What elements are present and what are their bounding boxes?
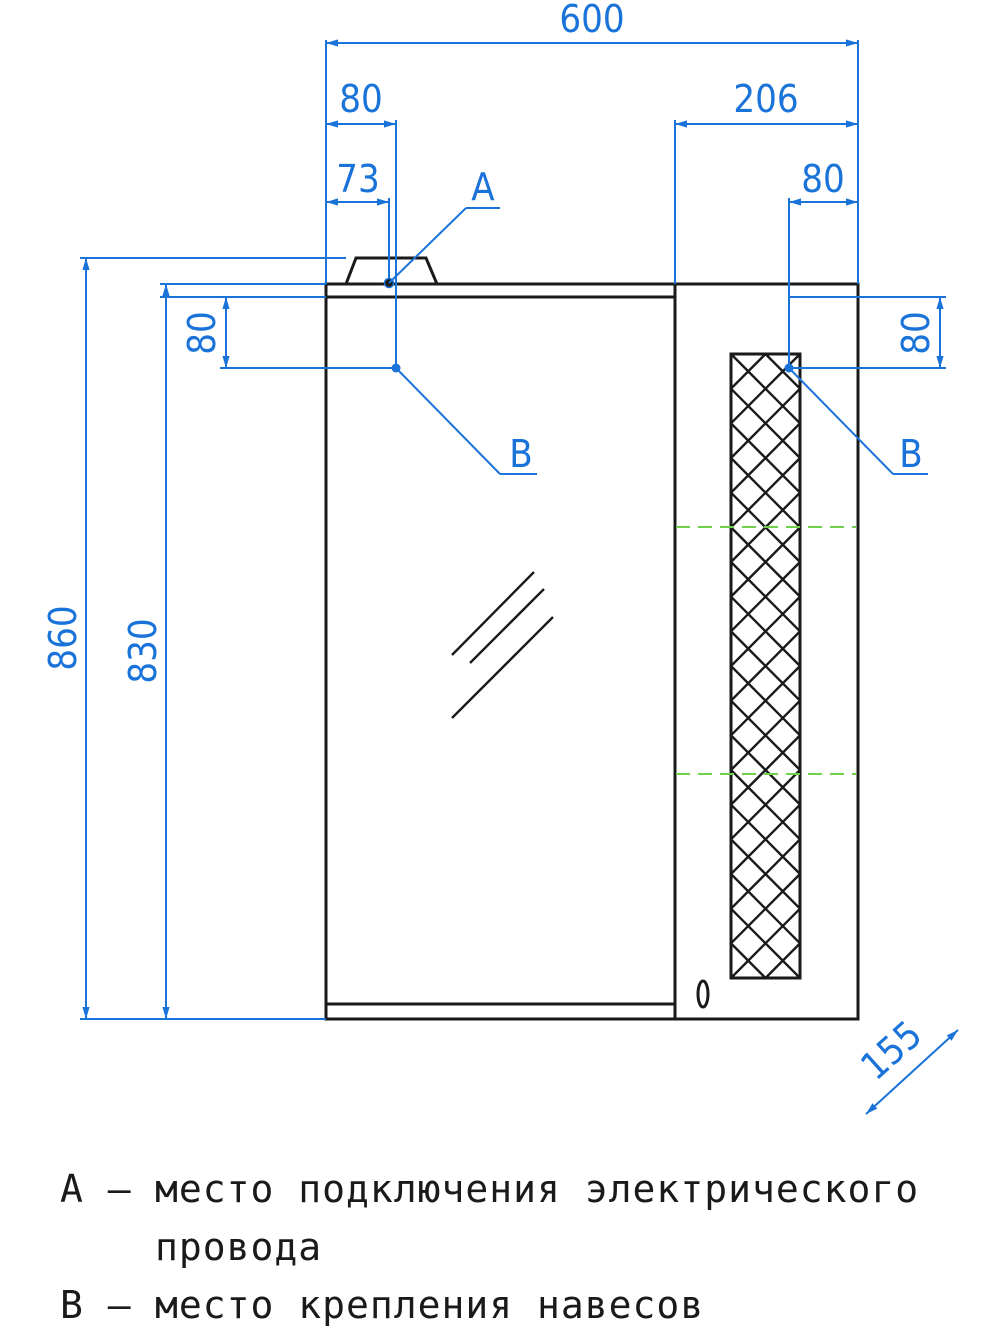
legend-text-b-line1: место крепления навесов xyxy=(155,1283,705,1327)
dim-80-vert-left: 80 xyxy=(180,311,224,355)
dim-860: 860 xyxy=(41,605,85,670)
dim-830: 830 xyxy=(121,618,165,683)
legend-item-b: B – место крепления навесов xyxy=(60,1276,980,1334)
legend-key-a: A – xyxy=(60,1167,132,1211)
dim-80-right: 80 xyxy=(801,157,845,201)
callout-a xyxy=(383,207,500,289)
lattice-panel xyxy=(729,352,802,980)
dim-206: 206 xyxy=(733,77,798,121)
dim-73: 73 xyxy=(336,157,380,201)
cabinet-body xyxy=(324,282,860,1021)
callout-b-right-label: B xyxy=(899,432,922,476)
dim-line-155 xyxy=(865,1029,959,1115)
dim-80-left: 80 xyxy=(339,77,383,121)
legend-text-a-line2: провода xyxy=(155,1225,323,1269)
legend-item-a-cont: провода xyxy=(60,1218,980,1276)
dim-600: 600 xyxy=(559,0,624,41)
callout-b-right xyxy=(784,363,928,475)
legend-text-a-line1: место подключения электрического xyxy=(155,1167,920,1211)
mirror-glare xyxy=(451,571,554,719)
legend-key-b: B – xyxy=(60,1283,132,1327)
dim-155: 155 xyxy=(852,1012,930,1088)
callout-a-label: A xyxy=(471,165,495,209)
legend-indent xyxy=(60,1218,155,1276)
callout-b-left xyxy=(391,363,537,475)
cabinet-drawing: 600 80 73 206 80 860 830 80 80 155 A B B xyxy=(41,0,959,1115)
dim-80-vert-right: 80 xyxy=(894,311,938,355)
legend-item-a: A – место подключения электрического xyxy=(60,1160,980,1218)
callout-b-left-label: B xyxy=(509,432,532,476)
dimension-lines xyxy=(82,39,959,1115)
lamp-housing xyxy=(344,256,439,285)
door-knob xyxy=(696,979,710,1009)
extension-lines xyxy=(80,40,946,1020)
legend: A – место подключения электрического про… xyxy=(60,1160,980,1334)
